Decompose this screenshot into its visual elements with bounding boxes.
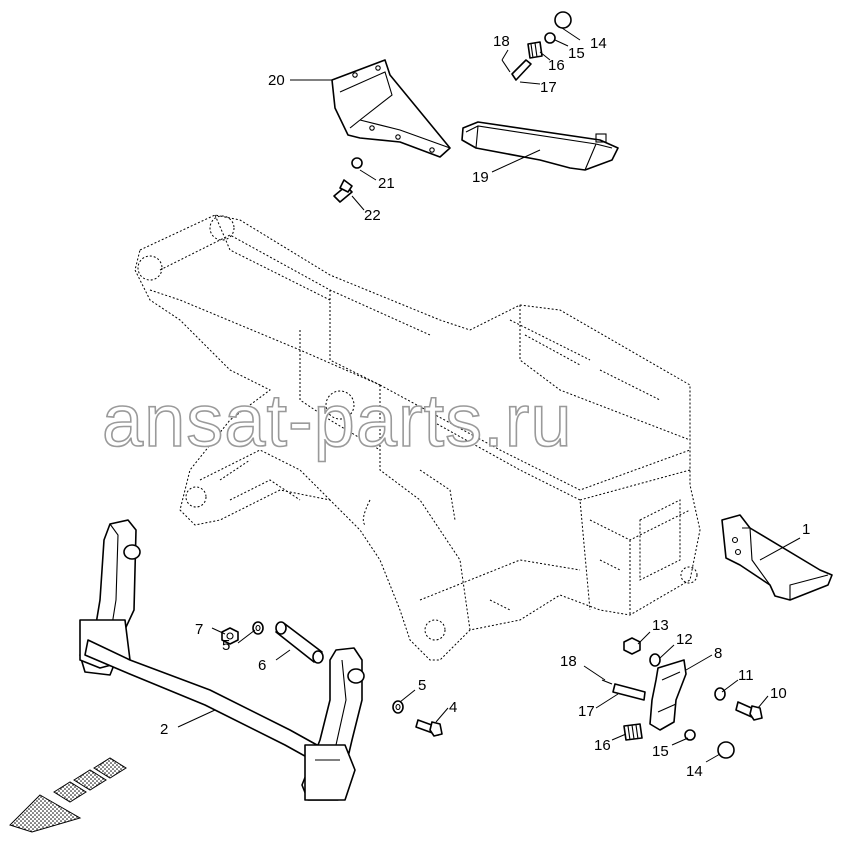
callout-labels: 20 18 17 16 15 14 19 21 22 1 7 5 6 5 4 2… xyxy=(160,33,810,780)
direction-arrow xyxy=(9,757,127,833)
hardware-left xyxy=(221,621,443,737)
callout-5-right: 5 xyxy=(418,677,426,694)
callout-16-top: 16 xyxy=(548,57,565,74)
callout-17-bottom: 17 xyxy=(578,703,595,720)
callout-1: 1 xyxy=(802,521,810,538)
callout-15-bottom: 15 xyxy=(652,743,669,760)
bracket-part-1 xyxy=(721,514,833,601)
callout-14-top: 14 xyxy=(590,35,607,52)
callout-21: 21 xyxy=(378,175,395,192)
callout-5-left: 5 xyxy=(222,637,230,654)
bracket-part-8 xyxy=(649,659,687,731)
callout-20: 20 xyxy=(268,72,285,89)
callout-2: 2 xyxy=(160,721,168,738)
callout-18-top: 18 xyxy=(493,33,510,50)
callout-10: 10 xyxy=(770,685,787,702)
arm-part-19 xyxy=(461,121,619,171)
callout-11: 11 xyxy=(738,667,754,684)
callout-17-top: 17 xyxy=(540,79,557,96)
callout-18-bottom: 18 xyxy=(560,653,577,670)
callout-7: 7 xyxy=(195,621,203,638)
leader-lines xyxy=(177,27,801,763)
callout-13: 13 xyxy=(652,617,669,634)
callout-16-bottom: 16 xyxy=(594,737,611,754)
support-part-2 xyxy=(79,519,365,801)
callout-15-top: 15 xyxy=(568,45,585,62)
bracket-part-20 xyxy=(331,59,451,158)
hardware-top xyxy=(333,11,572,203)
callout-14-bottom: 14 xyxy=(686,763,703,780)
callout-4: 4 xyxy=(449,699,457,716)
callout-22: 22 xyxy=(364,207,381,224)
callout-12: 12 xyxy=(676,631,693,648)
callout-8: 8 xyxy=(714,645,722,662)
watermark-text: ansat-parts.ru xyxy=(102,379,573,462)
main-frame-phantom xyxy=(134,214,701,661)
callout-6: 6 xyxy=(258,657,266,674)
callout-19: 19 xyxy=(472,169,489,186)
hardware-right xyxy=(601,637,763,759)
